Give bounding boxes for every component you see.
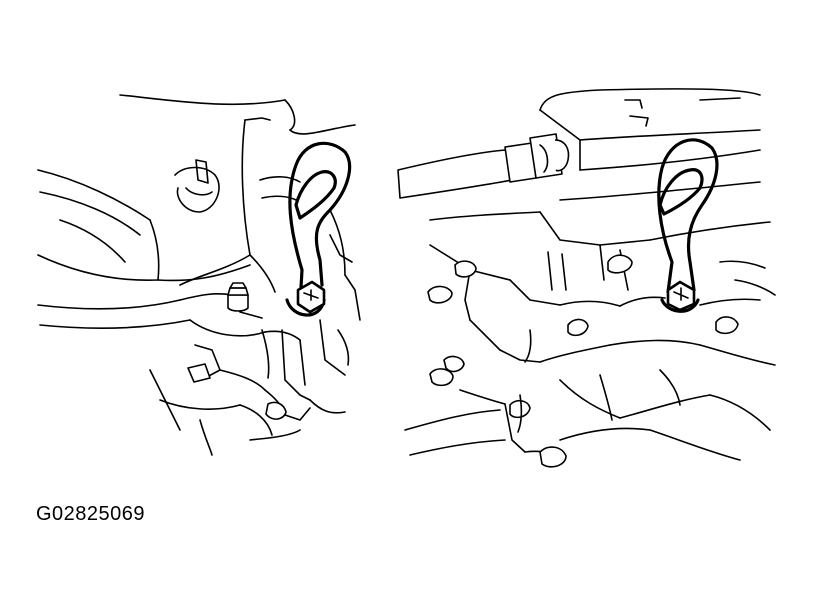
right-panel-engine [397,88,776,468]
left-hanger-hook [285,141,352,317]
figure-id-label: G02825069 [36,503,146,525]
right-hanger-hook [657,138,719,313]
left-panel-engine [37,94,361,456]
